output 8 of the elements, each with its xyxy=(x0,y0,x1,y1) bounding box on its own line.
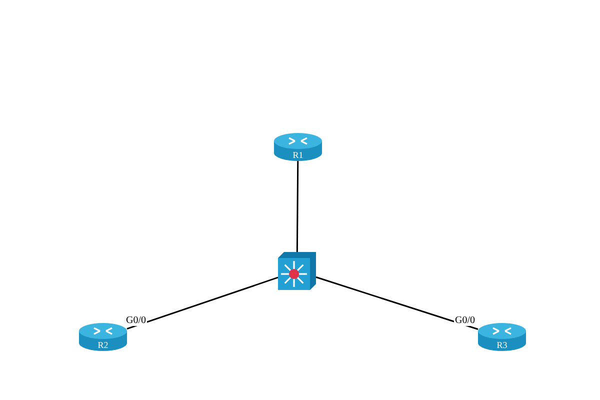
router-label: R2 xyxy=(96,341,110,350)
connection-line xyxy=(126,276,278,330)
edge-label: G0/0 xyxy=(454,316,476,326)
edge-label: G0/0 xyxy=(125,316,147,326)
router-label: R3 xyxy=(496,341,508,350)
connection-line xyxy=(296,161,299,252)
router-label: R1 xyxy=(292,151,304,160)
connection-line xyxy=(316,276,478,330)
